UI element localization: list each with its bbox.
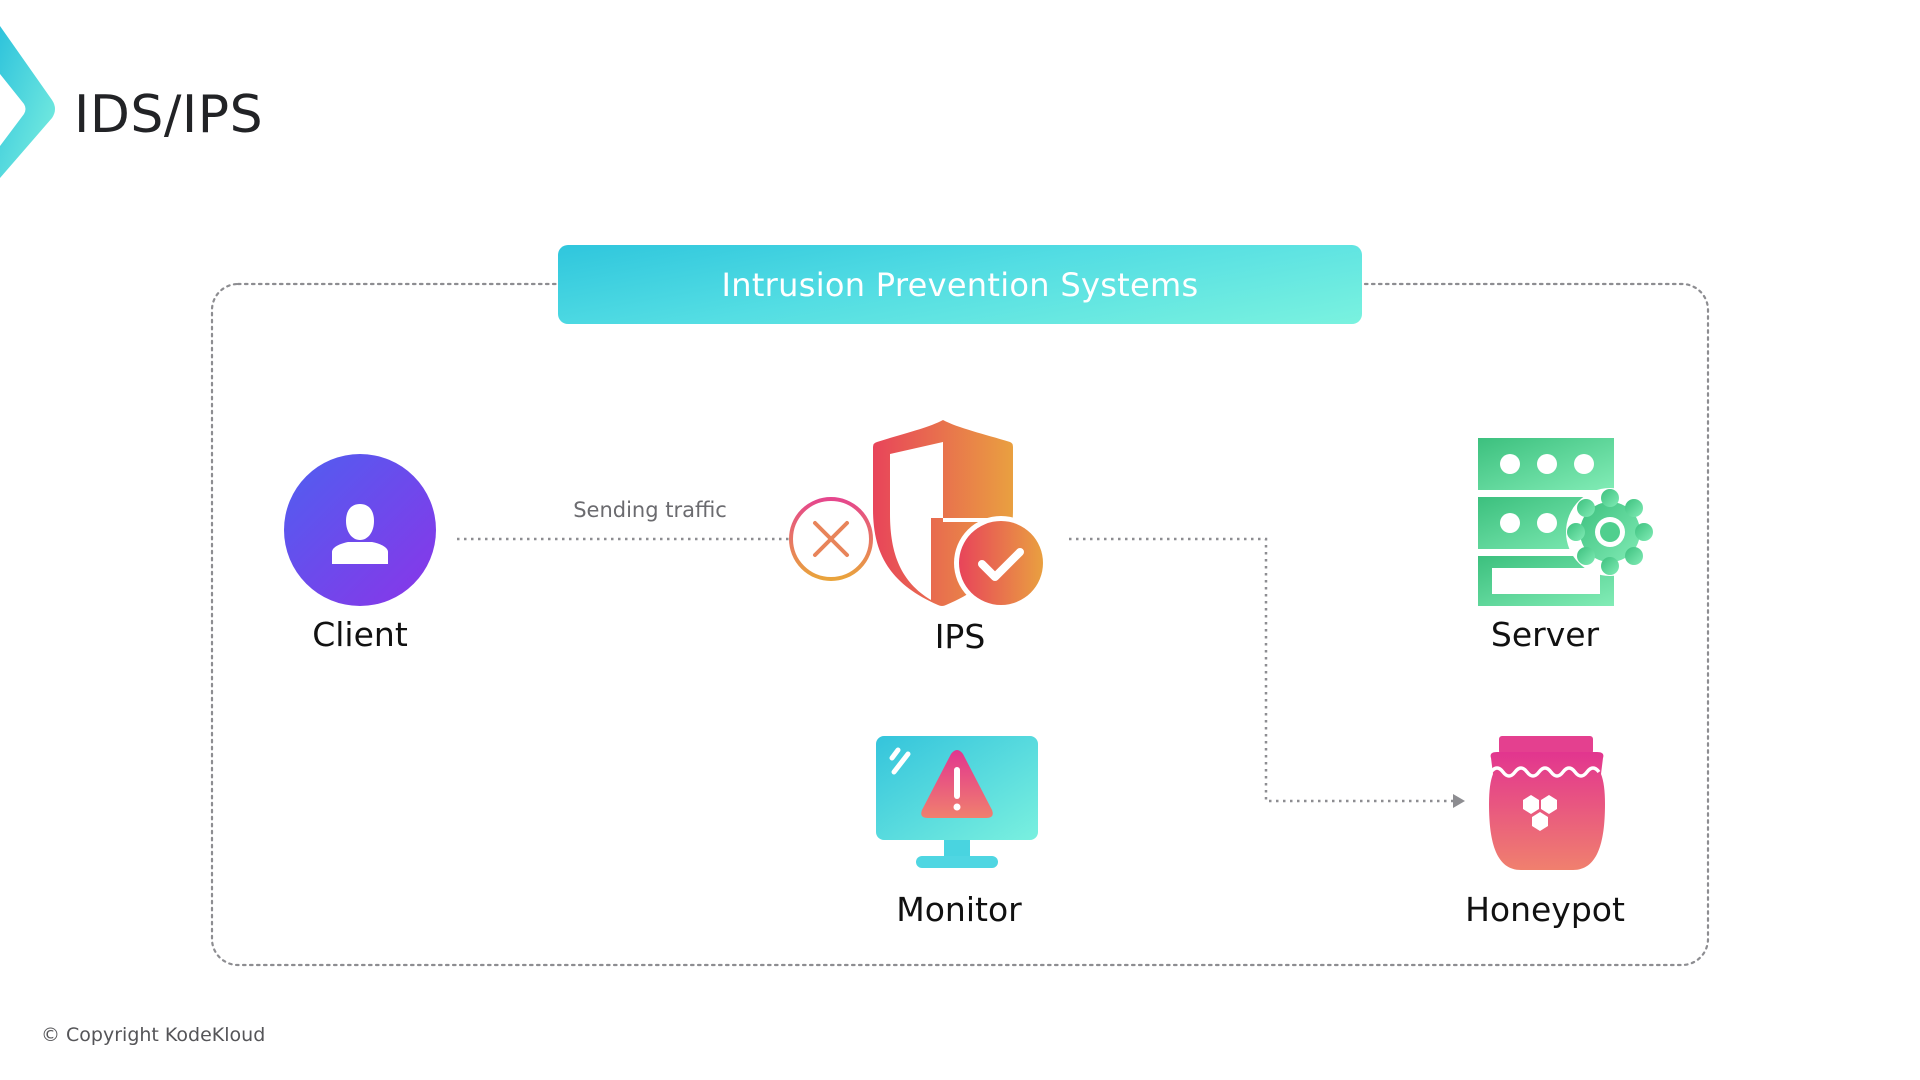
- server-label: Server: [1490, 615, 1600, 654]
- node-server: [1478, 438, 1654, 606]
- honeypot-label: Honeypot: [1465, 890, 1625, 929]
- node-monitor: [876, 736, 1038, 868]
- node-client: [284, 454, 436, 606]
- node-honeypot: [1489, 736, 1605, 870]
- gear-icon: [1566, 488, 1654, 576]
- user-icon: [284, 454, 436, 606]
- section-banner: Intrusion Prevention Systems: [558, 245, 1362, 324]
- page-title: IDS/IPS: [74, 85, 264, 145]
- logo-chevron-icon: [0, 26, 55, 178]
- arrowhead-icon: [1453, 794, 1465, 808]
- ips-label: IPS: [934, 617, 986, 656]
- node-ips: [789, 420, 1048, 610]
- honeycomb-icon: [1523, 795, 1557, 831]
- x-circle-icon: [789, 497, 873, 581]
- alert-triangle-icon: [921, 750, 993, 818]
- edge-label-sending-traffic: Sending traffic: [573, 498, 727, 522]
- check-circle-icon: [954, 516, 1048, 610]
- banner-title: Intrusion Prevention Systems: [721, 265, 1199, 304]
- copyright-text: © Copyright KodeKloud: [41, 1024, 266, 1046]
- monitor-label: Monitor: [896, 890, 1022, 929]
- connector-ips-honeypot: [1069, 537, 1455, 803]
- client-label: Client: [312, 615, 408, 654]
